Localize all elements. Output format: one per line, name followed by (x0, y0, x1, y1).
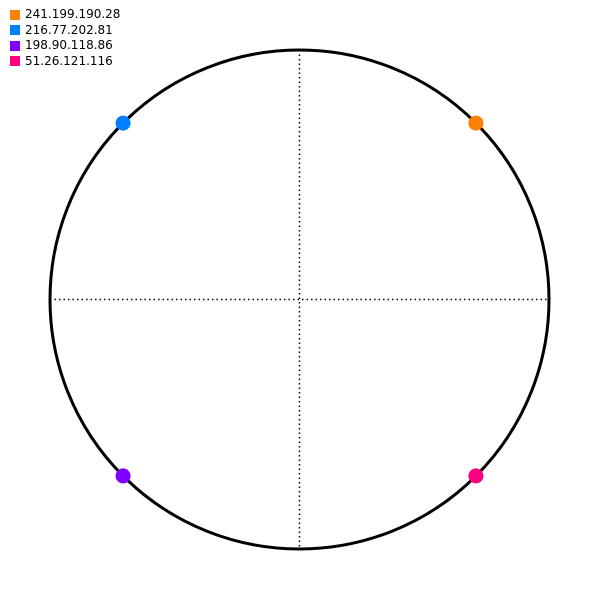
main-circle (48, 48, 551, 551)
legend-item: 51.26.121.116 (10, 54, 120, 70)
legend-item: 216.77.202.81 (10, 23, 120, 39)
legend: 241.199.190.28 216.77.202.81 198.90.118.… (10, 7, 120, 69)
circle-point-marker (468, 115, 484, 131)
legend-label: 51.26.121.116 (25, 53, 113, 68)
circle-point-marker (115, 115, 131, 131)
legend-label: 216.77.202.81 (25, 22, 113, 37)
legend-swatch (10, 40, 20, 51)
legend-item: 198.90.118.86 (10, 38, 120, 54)
circle-point-marker (468, 468, 484, 484)
legend-label: 198.90.118.86 (25, 38, 113, 53)
legend-swatch (10, 25, 20, 36)
points-layer (115, 115, 484, 484)
legend-swatch (10, 56, 20, 67)
legend-label: 241.199.190.28 (25, 7, 121, 22)
legend-swatch (10, 9, 20, 20)
legend-item: 241.199.190.28 (10, 7, 120, 23)
circle-point-marker (115, 468, 131, 484)
